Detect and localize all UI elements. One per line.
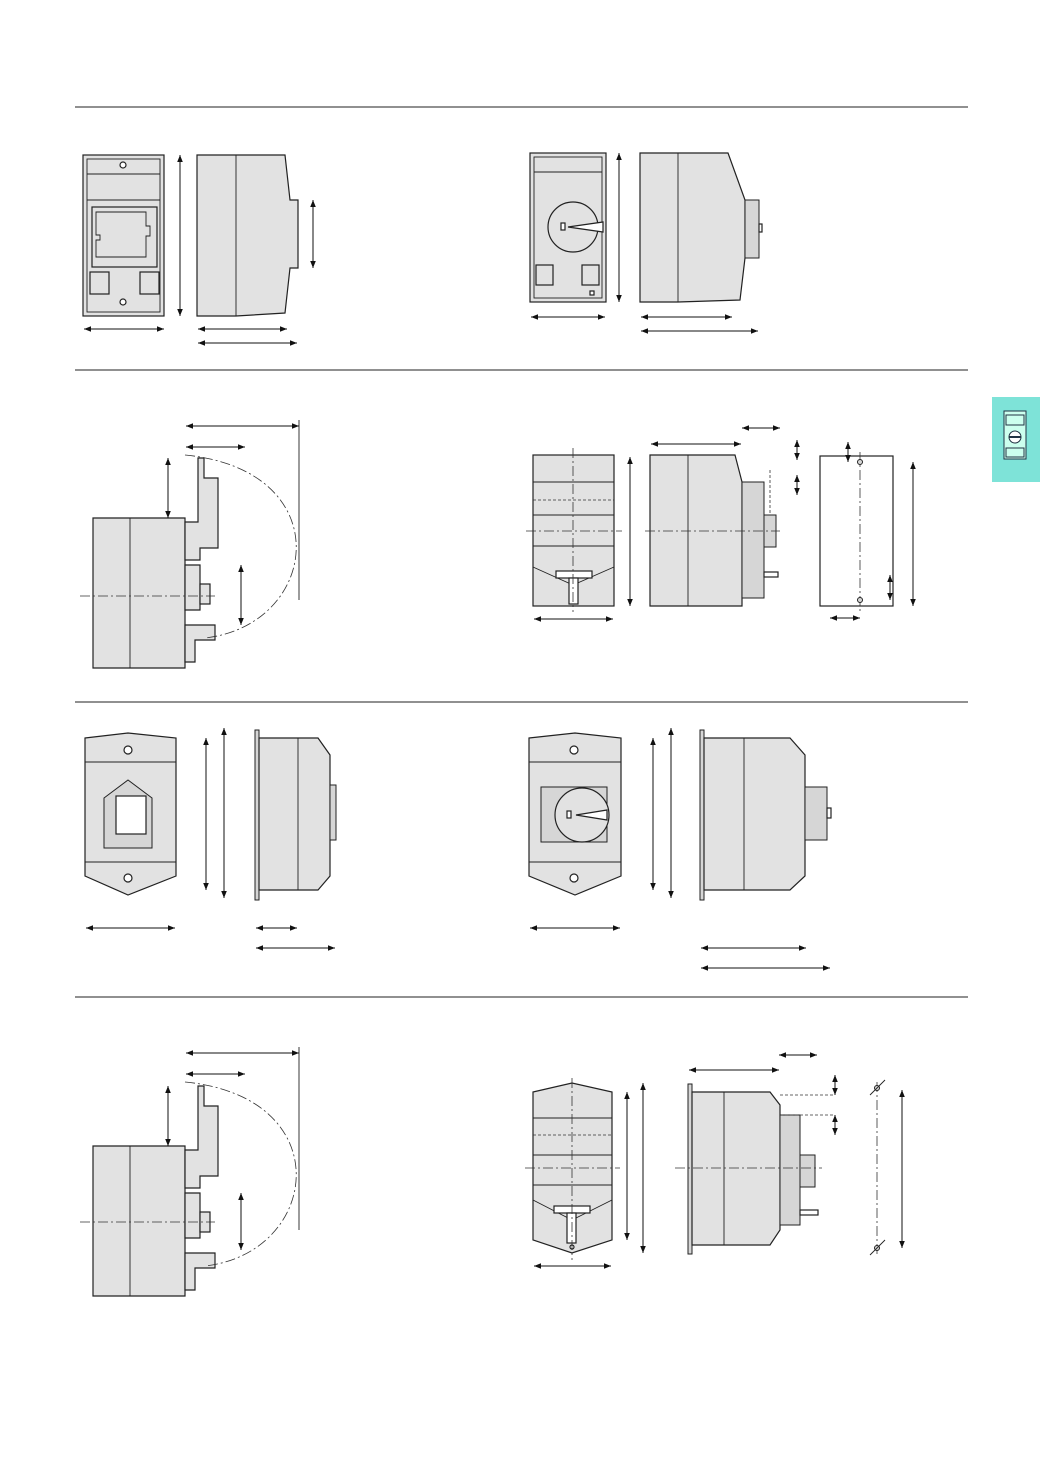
enclosure-front-view-1 [82, 154, 183, 332]
screw-icon [119, 298, 127, 306]
enclosure-front-view-3 [84, 728, 227, 931]
wall-mount-side-view-1 [80, 420, 300, 669]
screw-icon [569, 873, 579, 883]
wall-mount-front-view-2 [526, 448, 633, 622]
enclosure-side-view-2 [639, 152, 763, 334]
enclosure-side-view-3 [254, 729, 337, 951]
wall-mount-side-view-4 [675, 1052, 838, 1255]
screw-icon [123, 745, 133, 755]
wall-mount-side-view-3 [80, 1047, 300, 1297]
section-dividers [75, 106, 968, 998]
wall-mount-front-view-4 [525, 1078, 646, 1269]
drilling-template-2 [869, 1079, 905, 1256]
enclosure-side-view-1 [196, 154, 316, 346]
wall-mount-side-view-2 [645, 425, 800, 607]
screw-icon [569, 745, 579, 755]
drilling-template-1 [819, 442, 916, 621]
section-side-tab[interactable] [992, 397, 1040, 482]
enclosure-front-view-4 [528, 728, 674, 931]
enclosure-front-view-2 [529, 152, 622, 320]
screw-icon [119, 161, 127, 169]
screw-icon [123, 873, 133, 883]
motor-starter-icon [1003, 410, 1027, 460]
enclosure-side-view-4 [699, 729, 832, 971]
